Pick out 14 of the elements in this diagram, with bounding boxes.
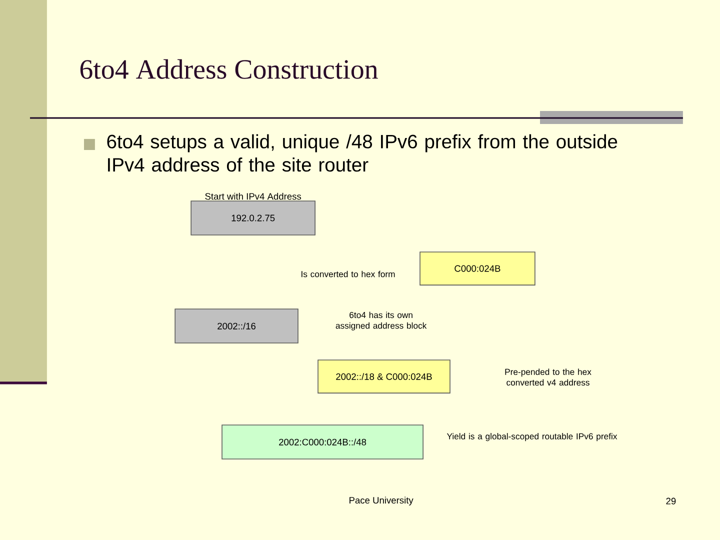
page-number: 29 — [666, 498, 676, 504]
step-note: Is converted to hex form — [302, 270, 395, 278]
step-note: 6to4 has its own assigned address block — [336, 312, 427, 330]
step-note: Yield is a global-scoped routable IPv6 prefix — [446, 433, 618, 442]
address-box: 192.0.2.75 — [190, 200, 316, 236]
footer-text: Pace University — [350, 496, 414, 506]
address-box: 2002::/16 — [174, 308, 298, 344]
slide-title: 6to4 Address Construction — [80, 59, 378, 79]
address-box: C000:024B — [420, 252, 536, 286]
bullet-text: 6to4 setups a valid, unique /48 IPv6 prefix from the outside IPv4 address of the site router — [107, 134, 618, 172]
address-box: 2002::/18 & C000:024B — [318, 360, 450, 394]
address-box: 2002:C000:024B::/48 — [222, 424, 424, 460]
step-note: Pre-pended to the hex converted v4 address — [505, 368, 592, 386]
box-heading: Start with IPv4 Address — [205, 192, 302, 200]
